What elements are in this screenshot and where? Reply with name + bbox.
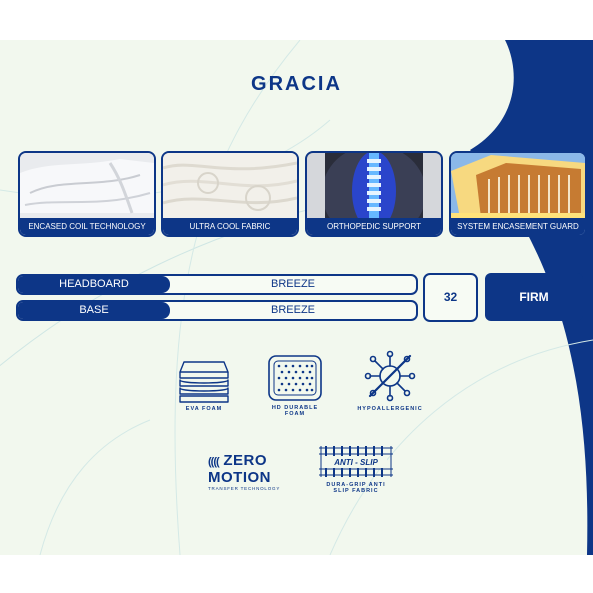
anti-slip-logo: ANTI - SLIP: [317, 445, 395, 478]
feature-label: ENCASED COIL TECHNOLOGY: [20, 218, 154, 235]
product-title: GRACIA: [251, 73, 342, 95]
spec-value: BREEZE: [270, 278, 315, 290]
spec-headboard: HEADBOARD BREEZE: [16, 274, 418, 295]
zero-motion-logo: (((( ZERO MOTION TRANSFER TECHNOLOGY: [208, 452, 281, 491]
product-poster: GRACIA ENCASED COIL TECHNOLOGY ULTRA COO…: [0, 40, 593, 555]
spec-label: HEADBOARD: [18, 276, 170, 293]
icon-caption: DURA-GRIP ANTI SLIP FABRIC: [326, 482, 386, 494]
firmness-badge: FIRM: [485, 273, 583, 321]
hypoallergenic-icon: [364, 350, 416, 402]
thickness-badge: 32: [423, 273, 478, 322]
icon-caption: HD DURABLE FOAM: [271, 405, 319, 417]
anti-slip-grid-icon: [319, 446, 393, 477]
spec-label: BASE: [18, 302, 170, 319]
wave-icon: ((((: [208, 456, 220, 468]
icon-caption: EVA FOAM: [185, 406, 223, 412]
feature-label: ULTRA COOL FABRIC: [163, 218, 297, 235]
feature-system-encasement: SYSTEM ENCASEMENT GUARD: [449, 151, 587, 237]
hd-foam-icon: [268, 355, 322, 401]
feature-encased-coil: ENCASED COIL TECHNOLOGY: [18, 151, 156, 237]
eva-foam-icon: [179, 361, 229, 403]
feature-label: ORTHOPEDIC SUPPORT: [307, 218, 441, 235]
icon-caption: HYPOALLERGENIC: [357, 406, 423, 412]
feature-orthopedic: ORTHOPEDIC SUPPORT: [305, 151, 443, 237]
feature-ultra-cool: ULTRA COOL FABRIC: [161, 151, 299, 237]
spec-base: BASE BREEZE: [16, 300, 418, 321]
anti-slip-label: ANTI - SLIP: [325, 458, 387, 468]
feature-label: SYSTEM ENCASEMENT GUARD: [451, 218, 585, 235]
spec-value: BREEZE: [270, 304, 315, 316]
